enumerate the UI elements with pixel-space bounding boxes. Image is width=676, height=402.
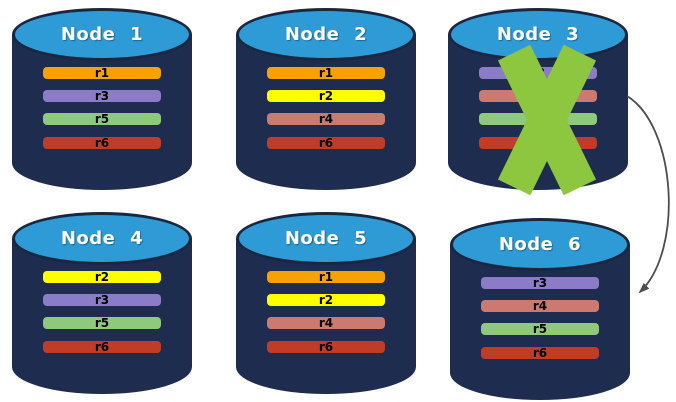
- replica-label: r3: [532, 276, 548, 290]
- replica-bar: r1: [43, 67, 161, 79]
- replica-bar: r4: [267, 317, 385, 329]
- node-4-cylinder: r2 r3 r5 r6 Node 4: [12, 212, 192, 394]
- replica-bar: r3: [479, 67, 597, 79]
- replica-label: r5: [94, 112, 110, 126]
- replica-label: r1: [318, 270, 334, 284]
- node-6-cylinder-top: Node 6: [450, 218, 630, 271]
- replica-bar: r1: [267, 67, 385, 79]
- replica-bar: r6: [267, 341, 385, 353]
- replica-label: r2: [318, 89, 334, 103]
- replica-label: r5: [532, 322, 548, 336]
- node-title: Node 2: [284, 24, 368, 45]
- replica-bar: r5: [479, 113, 597, 125]
- node-title: Node 4: [60, 228, 144, 249]
- replica-label: r4: [530, 89, 546, 103]
- replica-bar: r4: [479, 90, 597, 102]
- arrow-path: [626, 95, 670, 294]
- node-title: Node 1: [60, 24, 144, 45]
- replica-label: r2: [318, 293, 334, 307]
- replica-label: r1: [318, 66, 334, 80]
- replica-bar: r6: [43, 137, 161, 149]
- replica-label: r6: [532, 346, 548, 360]
- replica-label: r4: [318, 112, 334, 126]
- replica-label: r2: [94, 270, 110, 284]
- node-title: Node 5: [284, 228, 368, 249]
- replica-bar: r2: [43, 271, 161, 283]
- node-2-cylinder-top: Node 2: [236, 8, 416, 61]
- replica-label: r3: [94, 293, 110, 307]
- replica-bar: r6: [267, 137, 385, 149]
- replica-bar: r1: [267, 271, 385, 283]
- replica-label: r1: [94, 66, 110, 80]
- replica-label: r6: [94, 136, 110, 150]
- replica-bar: r4: [267, 113, 385, 125]
- replica-bar: r4: [481, 300, 599, 312]
- replica-bar: r5: [43, 317, 161, 329]
- replica-bar: r5: [481, 323, 599, 335]
- node-5-cylinder: r1 r2 r4 r6 Node 5: [236, 212, 416, 394]
- node-1-cylinder: r1 r3 r5 r6 Node 1: [12, 8, 192, 190]
- replica-label: r5: [530, 112, 546, 126]
- node-2-cylinder: r1 r2 r4 r6 Node 2: [236, 8, 416, 190]
- node-title: Node 3: [496, 24, 580, 45]
- replica-label: r3: [530, 66, 546, 80]
- node-4-cylinder-top: Node 4: [12, 212, 192, 265]
- replica-label: r6: [94, 340, 110, 354]
- node-3-cylinder: r3 r4 r5 r6 Node 3: [448, 8, 628, 196]
- replica-bar: r3: [43, 90, 161, 102]
- node-3-cylinder-top: Node 3: [448, 8, 628, 61]
- node-5-cylinder-top: Node 5: [236, 212, 416, 265]
- replica-bar: r6: [481, 347, 599, 359]
- replica-bar: r3: [43, 294, 161, 306]
- replica-label: r5: [94, 316, 110, 330]
- replica-label: r3: [94, 89, 110, 103]
- replica-label: r6: [318, 136, 334, 150]
- node-1-cylinder-top: Node 1: [12, 8, 192, 61]
- replica-label: r6: [318, 340, 334, 354]
- node-title: Node 6: [498, 234, 582, 255]
- replica-label: r4: [532, 299, 548, 313]
- replica-bar: r3: [481, 277, 599, 289]
- replica-bar: r2: [267, 294, 385, 306]
- replica-bar: r5: [43, 113, 161, 125]
- replica-label: r6: [530, 136, 546, 150]
- replica-bar: r2: [267, 90, 385, 102]
- replica-bar: r6: [479, 137, 597, 149]
- replica-label: r4: [318, 316, 334, 330]
- node-6-cylinder: r3 r4 r5 r6 Node 6: [450, 218, 630, 400]
- replica-bar: r6: [43, 341, 161, 353]
